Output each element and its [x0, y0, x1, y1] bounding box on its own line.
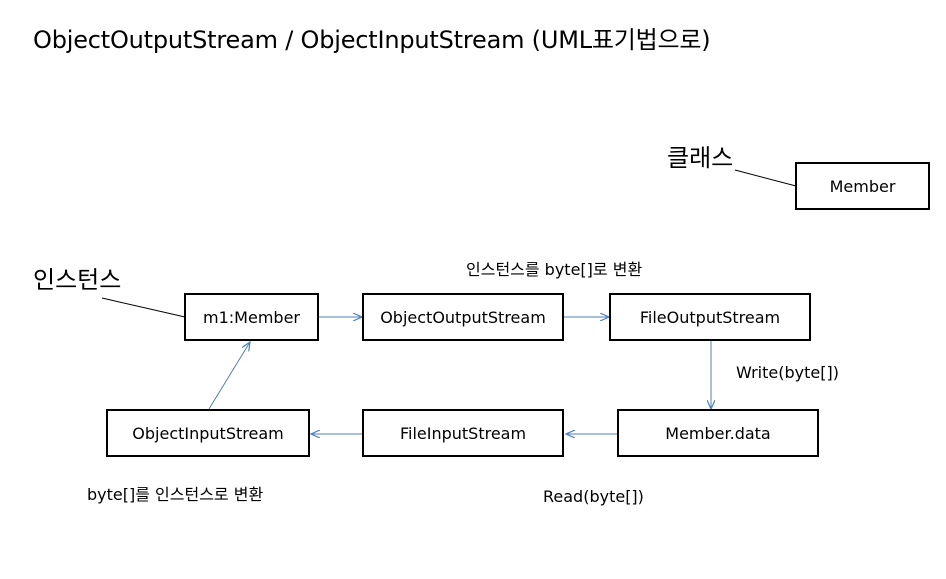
object-output-stream-box: ObjectOutputStream: [362, 293, 564, 341]
class-label: 클래스: [667, 144, 734, 172]
arrow-ois-to-m1: [208, 342, 250, 410]
member-class-box: Member: [795, 162, 930, 210]
file-input-stream-box: FileInputStream: [362, 409, 564, 457]
member-data-box: Member.data: [617, 409, 819, 457]
to-bytes-label: 인스턴스를 byte[]로 변환: [466, 260, 643, 279]
object-input-stream-box: ObjectInputStream: [106, 409, 310, 457]
to-instance-label: byte[]를 인스턴스로 변환: [87, 485, 264, 504]
page-title: ObjectOutputStream / ObjectInputStream (…: [33, 26, 711, 54]
write-label: Write(byte[]): [736, 363, 839, 382]
instance-label: 인스턴스: [33, 266, 122, 294]
instance-pointer-line: [101, 297, 186, 318]
read-label: Read(byte[]): [543, 487, 644, 506]
class-pointer-line: [734, 169, 797, 187]
m1-member-box: m1:Member: [184, 293, 319, 341]
file-output-stream-box: FileOutputStream: [609, 293, 811, 341]
